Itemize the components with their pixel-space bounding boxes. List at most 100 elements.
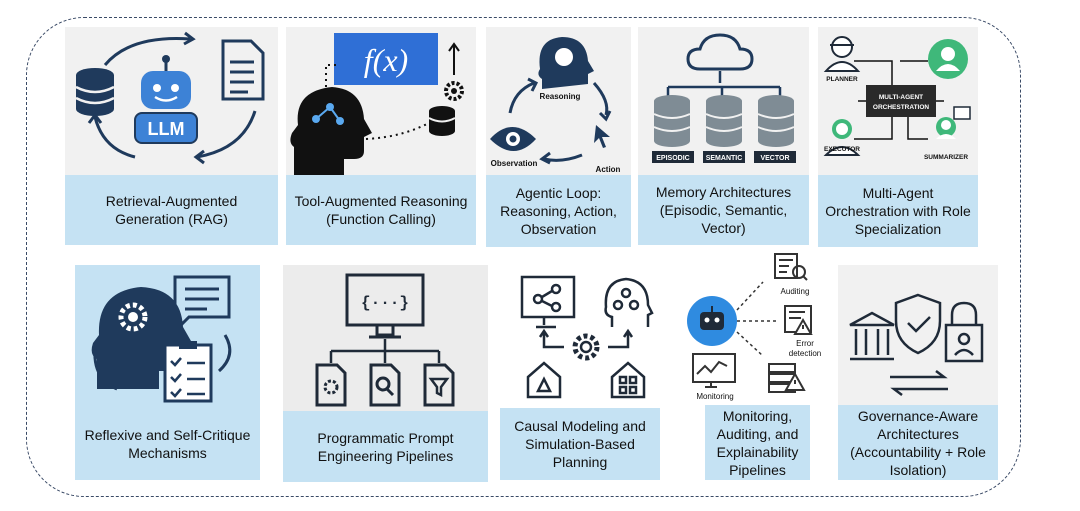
database-icon: [75, 68, 115, 116]
building-icon: [610, 361, 646, 399]
gear-icon: [444, 81, 464, 101]
head-icon: [290, 87, 372, 175]
alert-server-icon: [768, 363, 806, 393]
gear-file-icon: [315, 363, 347, 407]
card-label: Multi-Agent Orchestration with Role Spec…: [818, 175, 978, 247]
memory-illustration: EPISODIC SEMANTIC VECTOR: [638, 27, 809, 175]
user-icon: [928, 39, 968, 79]
rag-illustration: LLM: [65, 27, 278, 175]
card-tool-augmented: f(x) Tool-Augmented Reasoning (Function …: [286, 27, 476, 245]
error-tag-line2: detection: [789, 349, 821, 358]
card-programmatic-prompt: {···} Programmatic Prompt Engineering Pi…: [283, 265, 488, 482]
card-label: Reflexive and Self-Critique Mechanisms: [75, 407, 260, 480]
card-rag: LLM Retrieval-Augmented Generation (RAG): [65, 27, 278, 245]
monitoring-illustration: Auditing Error detection Monitoring: [675, 250, 830, 405]
orchestration-line2: ORCHESTRATION: [873, 104, 930, 111]
robot-icon: LLM: [134, 55, 198, 144]
card-governance: Governance-Aware Architectures (Accounta…: [838, 265, 998, 480]
error-document-icon: [784, 305, 813, 335]
cycle-arrow-icon: [93, 348, 118, 391]
cycle-arrows-icon: [508, 77, 612, 165]
reflexive-illustration: [75, 265, 260, 407]
cursor-icon: [594, 125, 610, 148]
planner-avatar-icon: [823, 36, 861, 72]
robot-icon: [687, 296, 737, 346]
cloud-icon: [686, 33, 754, 71]
card-label: Agentic Loop: Reasoning, Action, Observa…: [486, 175, 631, 247]
database-icon: [653, 95, 691, 147]
tool-illustration: f(x): [286, 27, 476, 175]
up-arrow-icon: [448, 42, 460, 75]
formula-text: f(x): [364, 42, 408, 78]
monitoring-tag: Monitoring: [696, 392, 733, 401]
card-reflexive: Reflexive and Self-Critique Mechanisms: [75, 265, 260, 480]
card-label: Monitoring, Auditing, and Explainability…: [705, 405, 810, 480]
connector-arrows: [854, 60, 944, 140]
chat-bubble-icon: [173, 275, 231, 331]
cycle-arrows-icon: [87, 31, 257, 165]
cycle-arrow-icon: [217, 334, 232, 373]
card-label: Retrieval-Augmented Generation (RAG): [65, 175, 278, 245]
clipboard-checklist-icon: [163, 341, 213, 403]
summarizer-avatar-icon: [936, 106, 971, 139]
card-causal-modeling: Causal Modeling and Simulation-Based Pla…: [500, 265, 660, 480]
card-multi-agent: PLANNER MULTI-AGENT ORCHESTRATION EXECUT…: [818, 27, 978, 247]
dotted-connector: [365, 118, 437, 140]
monitor-network-icon: [520, 275, 576, 329]
card-label: Memory Architectures (Episodic, Semantic…: [638, 175, 809, 245]
observation-tag: Observation: [491, 159, 538, 168]
database-icon: [705, 95, 743, 147]
flow-arrows: [538, 328, 634, 349]
agentic-loop-illustration: Reasoning Observation Action: [486, 27, 631, 175]
brain-head-icon: [538, 37, 594, 89]
monitoring-chart-icon: [692, 353, 736, 388]
database-icon: [757, 95, 795, 147]
card-label: Tool-Augmented Reasoning (Function Calli…: [286, 175, 476, 245]
house-icon: [526, 361, 562, 399]
document-icon: [221, 39, 265, 101]
code-braces: {···}: [361, 294, 409, 312]
error-tag-line1: Error: [796, 339, 814, 348]
orchestration-line1: MULTI-AGENT: [879, 94, 923, 101]
lock-user-icon: [944, 301, 984, 363]
action-tag: Action: [596, 165, 621, 174]
executor-tag: EXECUTOR: [824, 146, 860, 153]
prompt-pipeline-illustration: {···}: [283, 265, 488, 411]
tree-connector: [329, 339, 441, 363]
dashed-frame: [26, 17, 1021, 497]
eye-icon: [490, 127, 536, 151]
card-memory: EPISODIC SEMANTIC VECTOR Memory Architec…: [638, 27, 809, 245]
bank-icon: [849, 311, 895, 361]
card-label: Causal Modeling and Simulation-Based Pla…: [500, 408, 660, 480]
governance-illustration: [838, 265, 998, 405]
llm-badge: LLM: [148, 119, 185, 139]
multi-agent-illustration: PLANNER MULTI-AGENT ORCHESTRATION EXECUT…: [818, 27, 978, 175]
dotted-connector: [325, 64, 338, 87]
card-monitoring: Auditing Error detection Monitoring Moni…: [675, 250, 830, 480]
monitor-code-icon: [345, 273, 425, 339]
summarizer-tag: SUMMARIZER: [924, 154, 968, 161]
semantic-tag: SEMANTIC: [706, 155, 743, 162]
episodic-tag: EPISODIC: [656, 155, 689, 162]
tree-connector: [666, 71, 782, 97]
search-file-icon: [369, 363, 401, 407]
executor-avatar-icon: [823, 119, 861, 156]
dashed-connectors: [736, 281, 777, 357]
audit-document-icon: [774, 253, 808, 281]
vector-tag: VECTOR: [760, 155, 789, 162]
causal-illustration: [500, 265, 660, 408]
reasoning-tag: Reasoning: [540, 92, 581, 101]
card-label: Programmatic Prompt Engineering Pipeline…: [283, 411, 488, 482]
formula-panel: [334, 33, 438, 85]
card-agentic-loop: Reasoning Observation Action Agentic Loo…: [486, 27, 631, 247]
card-label: Governance-Aware Architectures (Accounta…: [838, 405, 998, 480]
planner-tag: PLANNER: [826, 76, 858, 83]
filter-file-icon: [423, 363, 455, 407]
swap-arrows-icon: [890, 370, 948, 396]
gear-icon: [572, 333, 600, 361]
orchestration-box: [866, 85, 936, 117]
brain-head-icon: [604, 277, 654, 327]
shield-icon: [894, 293, 942, 355]
auditing-tag: Auditing: [781, 287, 810, 296]
database-icon: [428, 106, 456, 136]
